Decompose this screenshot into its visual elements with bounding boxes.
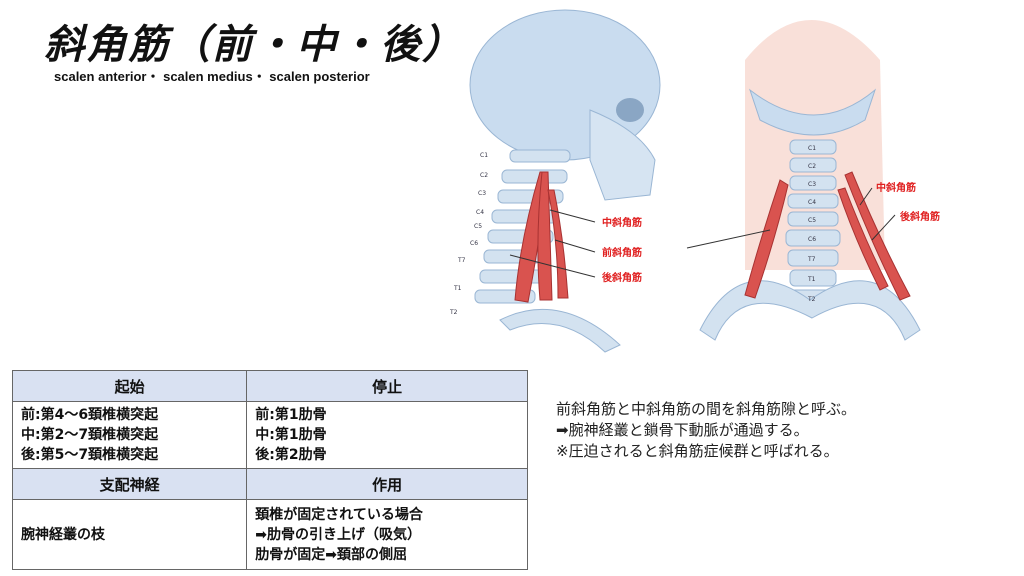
header-insertion: 停止: [246, 370, 528, 402]
side-view-muscles: [514, 171, 569, 303]
front-view-vertebra-labels: C1 C2 C3 C4 C5 C6 T7 T1 T2: [807, 145, 816, 303]
nerve-cell: 腕神経叢の枝: [11, 499, 248, 570]
svg-text:C1: C1: [808, 145, 816, 152]
svg-text:C5: C5: [808, 217, 816, 224]
origin-middle: 中:第2～7頚椎横突起: [21, 427, 159, 443]
scalene-illustration: C1 C2 C3 C4 C5 C6 T7 T1 T2 中斜角筋 前斜角筋 後斜角…: [449, 9, 940, 353]
origin-cell: 前:第4～6頚椎横突起 中:第2～7頚椎横突起 後:第5～7頚椎横突起: [11, 401, 248, 469]
svg-text:C5: C5: [474, 223, 482, 230]
page-title: 斜角筋（前・中・後）: [44, 22, 464, 68]
insertion-anterior: 前:第1肋骨: [255, 407, 327, 423]
front-label-middle-scalene: 中斜角筋: [876, 181, 916, 194]
action-cell: 頚椎が固定されている場合 ➡肋骨の引き上げ（吸気） 肋骨が固定➡頚部の側屈: [246, 499, 528, 570]
insertion-posterior: 後:第2肋骨: [255, 447, 327, 463]
svg-text:T7: T7: [457, 257, 466, 264]
svg-text:C3: C3: [478, 190, 486, 197]
action-line: 頚椎が固定されている場合: [255, 506, 423, 523]
svg-text:T1: T1: [453, 285, 462, 292]
svg-text:C4: C4: [808, 199, 816, 206]
svg-text:C1: C1: [480, 152, 488, 159]
front-view-leaders: [686, 187, 896, 249]
origin-posterior: 後:第5～7頚椎横突起: [21, 447, 159, 463]
svg-text:T1: T1: [807, 276, 816, 283]
origin-anterior: 前:第4～6頚椎横突起: [21, 407, 159, 423]
side-view-skull: [469, 9, 661, 201]
label-posterior-scalene: 後斜角筋: [602, 271, 642, 284]
side-view-vertebra-labels: C1 C2 C3 C4 C5 C6 T7 T1 T2: [449, 152, 488, 316]
side-view-leaders: [509, 209, 596, 278]
svg-text:C2: C2: [808, 163, 816, 170]
front-label-posterior-scalene: 後斜角筋: [900, 210, 940, 223]
note-line: ➡腕神経叢と鎖骨下動脈が通過する。: [556, 421, 809, 439]
svg-text:C3: C3: [808, 181, 816, 188]
svg-text:C4: C4: [476, 209, 484, 216]
svg-text:T2: T2: [449, 309, 458, 316]
note-text: 前斜角筋と中斜角筋の間を斜角筋隙と呼ぶ。 ➡腕神経叢と鎖骨下動脈が通過する。 ※…: [556, 399, 856, 462]
scalene-info-table: 起始 停止 前:第4～6頚椎横突起 中:第2～7頚椎横突起 後:第5～7頚椎横突…: [11, 370, 528, 570]
svg-text:C2: C2: [480, 172, 488, 179]
header-nerve: 支配神経: [11, 468, 248, 500]
action-line: 肋骨が固定➡頚部の側屈: [255, 546, 408, 563]
note-line: 前斜角筋と中斜角筋の間を斜角筋隙と呼ぶ。: [556, 400, 857, 418]
label-middle-scalene: 中斜角筋: [602, 216, 642, 229]
header-action: 作用: [246, 468, 528, 500]
label-anterior-scalene: 前斜角筋: [602, 246, 642, 259]
svg-text:T7: T7: [807, 256, 816, 263]
svg-text:C6: C6: [808, 236, 816, 243]
insertion-middle: 中:第1肋骨: [255, 427, 327, 443]
header-origin: 起始: [11, 370, 248, 402]
insertion-cell: 前:第1肋骨 中:第1肋骨 後:第2肋骨: [246, 401, 528, 469]
action-line: ➡肋骨の引き上げ（吸気）: [255, 526, 422, 543]
svg-text:T2: T2: [807, 296, 816, 303]
note-line: ※圧迫されると斜角筋症候群と呼ばれる。: [556, 442, 839, 460]
subtitle: scalen anterior・ scalen medius・ scalen p…: [54, 69, 370, 84]
svg-text:C6: C6: [470, 240, 478, 247]
